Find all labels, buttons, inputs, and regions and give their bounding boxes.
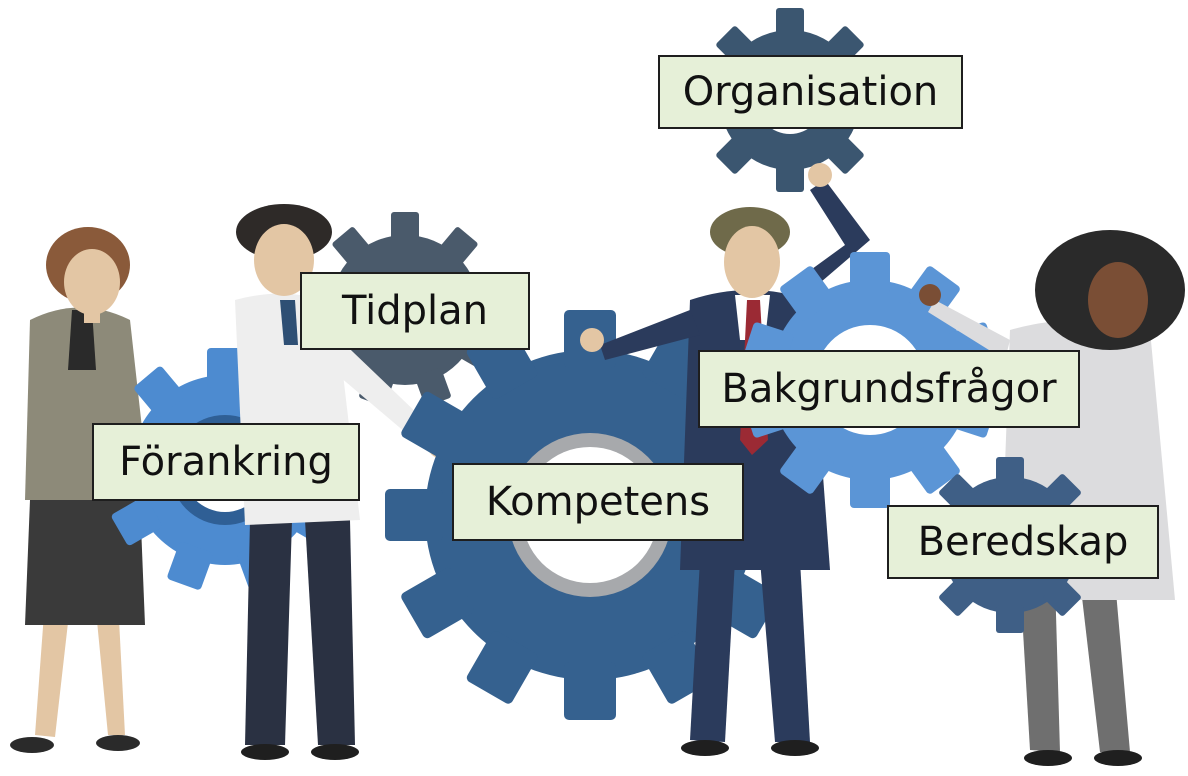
label-beredskap: Beredskap: [887, 505, 1159, 579]
label-tidplan: Tidplan: [300, 272, 530, 350]
label-organisation: Organisation: [658, 55, 963, 129]
label-forankring: Förankring: [92, 423, 360, 501]
label-kompetens: Kompetens: [452, 463, 744, 541]
label-bakgrundsfragor: Bakgrundsfrågor: [698, 350, 1080, 428]
